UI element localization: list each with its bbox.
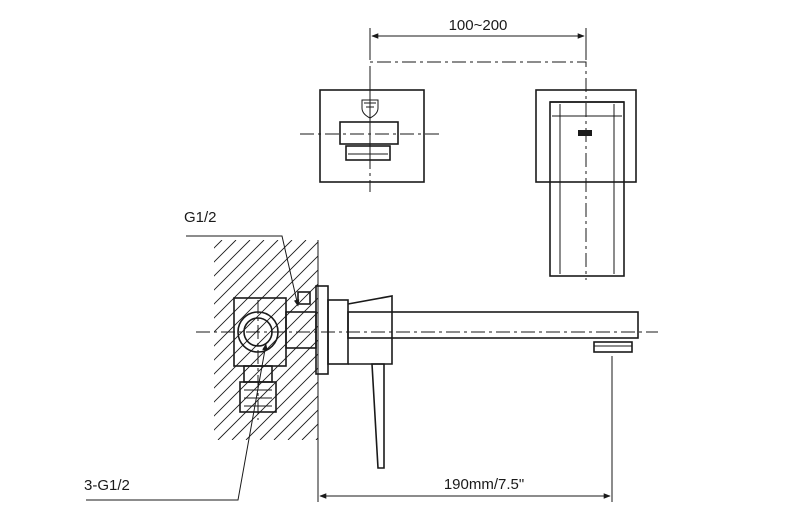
hatch-line [214, 240, 223, 249]
brand-badge-icon [578, 130, 592, 136]
hatch-line [217, 339, 318, 440]
hatch-line [0, 240, 194, 440]
hatch-line [301, 423, 318, 440]
shield-logo-icon [361, 99, 379, 119]
hatch-line [214, 325, 318, 431]
hatch-line [315, 437, 318, 440]
hatch-line [259, 381, 318, 440]
hatch-line [214, 240, 307, 333]
hatch-line [214, 240, 293, 319]
hatch-line [231, 353, 318, 440]
hatch-line [214, 283, 318, 389]
hatch-line [214, 240, 279, 305]
hatch-line [8, 240, 208, 440]
hatch-line [245, 367, 318, 440]
handle-front-view [300, 80, 440, 192]
spout-length-label: 190mm/7.5" [444, 476, 524, 493]
hatch-line [214, 240, 265, 291]
hatch-line [214, 240, 237, 263]
hatch-line [214, 269, 318, 375]
wall-section [0, 240, 530, 440]
spout-front-view [535, 89, 637, 277]
label-g12: G1/2 [184, 209, 300, 307]
top-dimension: 100~200 [369, 17, 587, 280]
inlet-lower-label: 3-G1/2 [84, 477, 130, 494]
top-spacing-label: 100~200 [449, 17, 508, 34]
hatch-line [214, 240, 251, 277]
hatch-line [214, 241, 318, 347]
hatch-line [273, 395, 318, 440]
hatch-line [214, 311, 318, 417]
inlet-upper-label: G1/2 [184, 209, 217, 226]
bottom-dimension: 190mm/7.5" [317, 356, 613, 502]
label-3-g12: 3-G1/2 [84, 343, 268, 501]
spout-side-view [196, 295, 658, 469]
hatch-line [330, 240, 530, 440]
